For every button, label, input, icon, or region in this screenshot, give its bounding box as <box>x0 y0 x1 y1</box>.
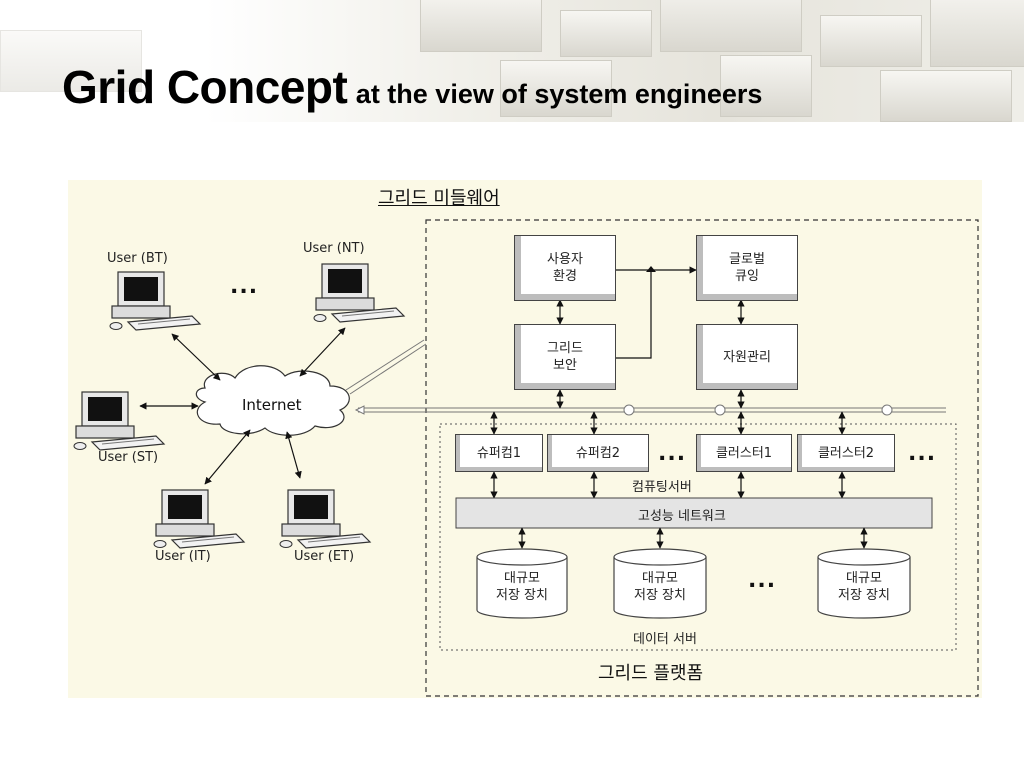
internet-cloud <box>195 365 350 436</box>
ellipsis-storage: ... <box>748 568 777 593</box>
computer-icon-bt <box>109 271 201 331</box>
internet-label: Internet <box>242 396 302 414</box>
computing-server-label: 컴퓨팅서버 <box>632 480 692 495</box>
user-nt-label: User (NT) <box>303 241 365 256</box>
user-st-label: User (ST) <box>98 450 159 465</box>
storage-2-label: 대규모 저장 장치 <box>634 571 686 603</box>
storage-cylinder-1 <box>476 548 568 619</box>
grid-security-box: 그리드 보안 <box>514 324 616 390</box>
platform-frame <box>439 423 957 651</box>
network-bar <box>455 497 933 529</box>
title-main: Grid Concept <box>62 61 348 113</box>
storage-3-label: 대규모 저장 장치 <box>838 571 890 603</box>
storage-cylinder-2 <box>613 548 707 619</box>
title-subtitle: at the view of system engineers <box>355 79 763 109</box>
slide-title: Grid Concept at the view of system engin… <box>62 60 762 114</box>
supercomputer-1-box: 슈퍼컴1 <box>455 434 543 472</box>
middleware-frame <box>425 219 979 697</box>
resource-management-box: 자원관리 <box>696 324 798 390</box>
user-et-label: User (ET) <box>294 549 355 564</box>
global-queuing-box: 글로벌 큐잉 <box>696 235 798 301</box>
ellipsis-compute-1: ... <box>658 441 687 466</box>
computer-icon-st <box>73 391 165 451</box>
storage-1-label: 대규모 저장 장치 <box>496 571 548 603</box>
platform-label: 그리드 플랫폼 <box>598 663 704 684</box>
computer-icon-it <box>153 489 245 549</box>
user-it-label: User (IT) <box>155 549 211 564</box>
storage-cylinder-3 <box>817 548 911 619</box>
user-environment-box: 사용자 환경 <box>514 235 616 301</box>
header-background <box>0 0 1024 122</box>
data-server-label: 데이터 서버 <box>633 632 697 647</box>
ellipsis-compute-2: ... <box>908 441 937 466</box>
ellipsis-users: ... <box>230 274 259 299</box>
cluster-2-box: 클러스터2 <box>797 434 895 472</box>
middleware-label: 그리드 미들웨어 <box>378 188 500 209</box>
supercomputer-2-box: 슈퍼컴2 <box>547 434 649 472</box>
computer-icon-et <box>279 489 371 549</box>
cluster-1-box: 클러스터1 <box>696 434 792 472</box>
network-label: 고성능 네트워크 <box>638 509 726 524</box>
user-bt-label: User (BT) <box>107 251 168 266</box>
computer-icon-nt <box>313 263 405 323</box>
